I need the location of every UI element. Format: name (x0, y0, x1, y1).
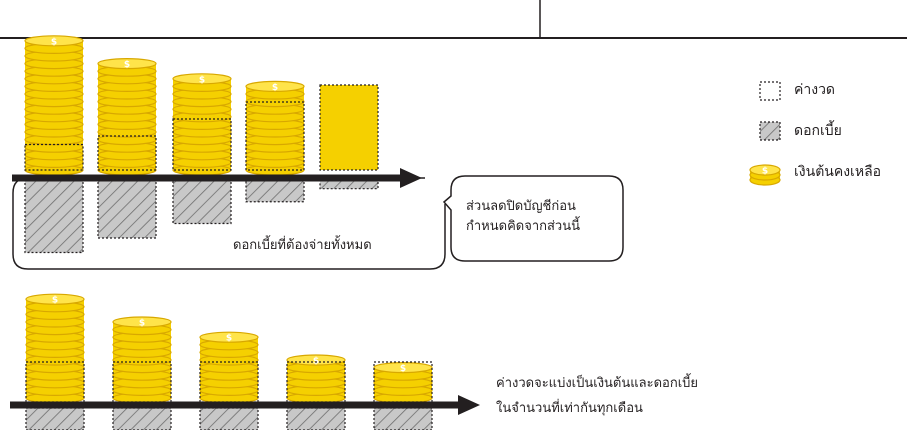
installment-box (245, 101, 305, 171)
svg-text:$: $ (272, 83, 278, 93)
bottom-timeline-arrow (10, 395, 480, 415)
top-timeline-arrow (12, 168, 422, 188)
installment-box (97, 135, 157, 171)
installment-box (25, 361, 85, 403)
installment-box (199, 361, 259, 403)
svg-text:$: $ (139, 319, 145, 329)
legend-interest-label: ดอกเบี้ย (794, 123, 842, 139)
legend-principal-label: เงินต้นคงเหลือ (794, 164, 882, 180)
installment-box (24, 143, 84, 171)
interest-box (172, 179, 232, 225)
installment-box (373, 361, 433, 403)
installment-box (319, 84, 379, 171)
header-bar (0, 0, 907, 39)
svg-text:$: $ (51, 37, 57, 47)
svg-text:$: $ (52, 296, 58, 306)
coin-stack: $ (97, 57, 157, 176)
interest-box (97, 179, 157, 239)
svg-text:$: $ (226, 334, 232, 344)
installment-legend-icon (759, 81, 781, 101)
installment-box (112, 361, 172, 403)
svg-text:$: $ (124, 60, 130, 70)
coin-stack: $ (112, 316, 172, 404)
bottom-interest-boxes (25, 407, 433, 430)
discount-callout (442, 175, 624, 262)
interest-box (25, 407, 85, 430)
bottom-installment-boxes (25, 361, 433, 403)
discount-note-line2: กำหนดคิดจากส่วนนี้ (466, 219, 581, 234)
interest-box (199, 407, 259, 430)
installment-box (286, 361, 346, 403)
coin-stack: $ (172, 73, 232, 176)
interest-box (373, 407, 433, 430)
svg-text:$: $ (400, 364, 406, 374)
interest-box (245, 179, 305, 203)
coin-stack: $ (245, 80, 305, 176)
coin-stack: $ (24, 35, 84, 176)
svg-text:$: $ (762, 167, 768, 177)
top-interest-boxes (24, 179, 379, 254)
legend: $ (749, 81, 781, 186)
interest-box (112, 407, 172, 430)
top-coin-stacks: $ $ $ $ (24, 35, 305, 176)
coin-stack-legend-icon: $ (749, 164, 781, 186)
legend-installment-label: ค่างวด (794, 82, 836, 98)
coin-stack: $ (199, 331, 259, 404)
coin-stack: $ (373, 362, 433, 404)
bottom-note-line1: ค่างวดจะแบ่งเป็นเงินต้นและดอกเบี้ย (496, 376, 699, 391)
interest-box (24, 179, 84, 254)
interest-total-label: ดอกเบี้ยที่ต้องจ่ายทั้งหมด (233, 238, 372, 253)
legend-coin: $ (749, 164, 781, 186)
top-installment-boxes (24, 84, 379, 171)
svg-text:$: $ (199, 75, 205, 85)
interest-legend-icon (759, 121, 781, 141)
bottom-coin-stacks: $$$$$ (25, 293, 433, 404)
bottom-note-line2: ในจำนวนที่เท่ากันทุกเดือน (496, 401, 643, 416)
installment-box (172, 118, 232, 171)
coin-stack: $ (25, 293, 85, 404)
discount-note-line1: ส่วนลดปิดบัญชีก่อน (466, 199, 576, 214)
interest-box (286, 407, 346, 430)
